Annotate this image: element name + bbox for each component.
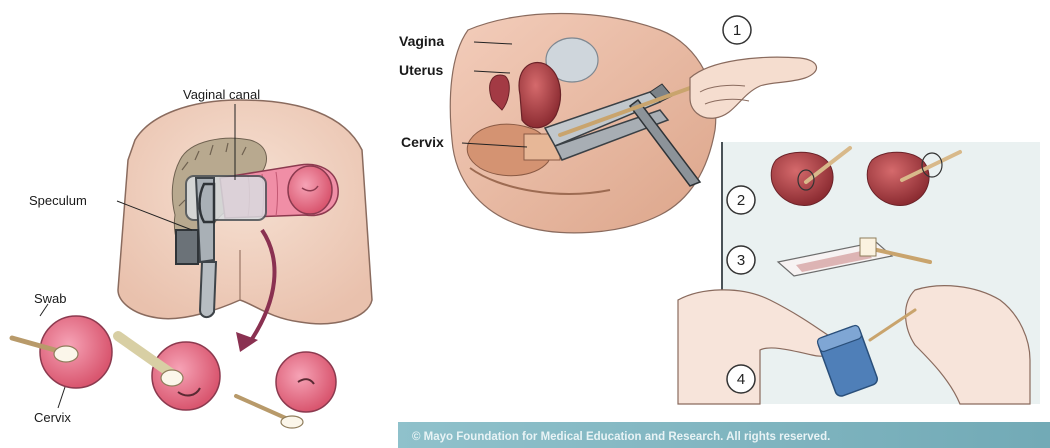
label-vaginal-canal: Vaginal canal [183,87,260,102]
label-speculum: Speculum [29,193,87,208]
cervix-view-3 [236,352,336,428]
label-uterus: Uterus [399,62,444,78]
right-panel: 1 2 3 [398,14,1050,448]
step-4-number: 4 [737,371,745,388]
label-cervix-left: Cervix [34,410,71,425]
cervix-view-1 [12,316,112,388]
cervix-view-2 [118,336,220,410]
step-1-number: 1 [733,22,741,39]
label-cervix-right: Cervix [401,134,444,150]
step-3-number: 3 [737,252,745,269]
left-panel: Vaginal canal Speculum Swab Cervix [12,87,372,428]
copyright-text: © Mayo Foundation for Medical Education … [412,431,830,443]
label-vagina: Vagina [399,33,444,49]
step-2-number: 2 [737,192,745,209]
label-swab: Swab [34,291,67,306]
